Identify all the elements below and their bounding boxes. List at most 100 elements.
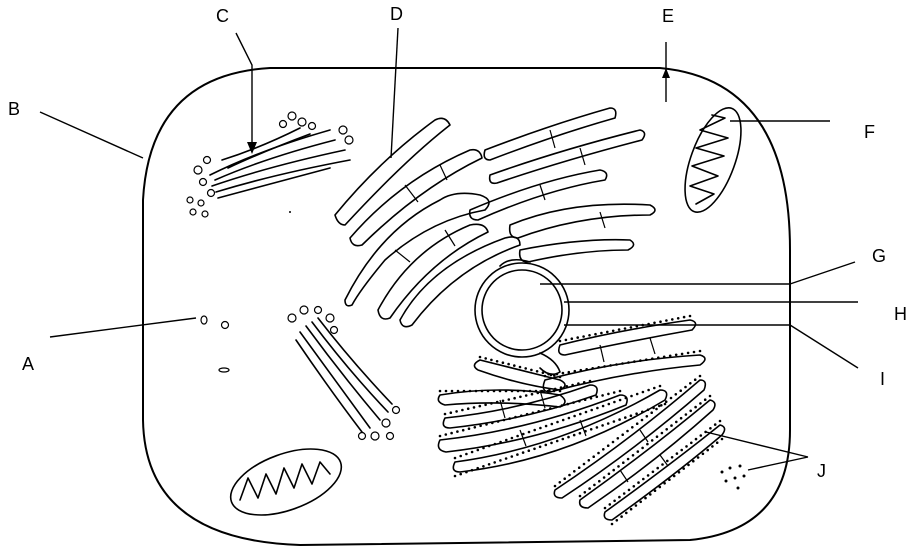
leader-line-j-1 xyxy=(706,432,808,457)
ribosome-dot xyxy=(590,409,593,412)
leader-line-g-2 xyxy=(790,262,855,284)
label-i: I xyxy=(880,369,885,389)
ribosome-dot xyxy=(585,411,588,414)
ribosome-dot xyxy=(459,455,462,458)
ribosome-dot xyxy=(630,395,633,398)
vesicles xyxy=(201,211,291,372)
leader-line-b xyxy=(40,112,143,158)
ribosome-dot xyxy=(511,455,514,458)
ribosome-dot xyxy=(556,440,559,443)
ribosome-dot xyxy=(593,484,596,487)
ribosome-dot xyxy=(563,477,566,480)
ribosome-dot xyxy=(484,357,487,360)
ribosome-dot xyxy=(656,467,659,470)
ribosome-dot xyxy=(532,412,535,415)
ribosome-dot xyxy=(499,459,502,462)
ribosome-dot xyxy=(559,340,562,343)
ribosome-dot xyxy=(699,350,702,353)
ribosome-dot xyxy=(573,434,576,437)
ribosome-dot xyxy=(579,413,582,416)
ribosome-dot xyxy=(555,406,558,409)
ribosome-dot xyxy=(617,437,620,440)
ribosome-dot xyxy=(568,474,571,477)
ribosome-dot xyxy=(571,337,574,340)
ribosome-dot xyxy=(539,427,542,430)
ribosome-dot xyxy=(673,475,676,478)
ribosome-dot xyxy=(533,429,536,432)
ribosome-dot xyxy=(505,390,508,393)
ribosome-dot xyxy=(628,489,631,492)
label-e: E xyxy=(662,6,674,26)
ribosome-dot xyxy=(617,465,620,468)
ribosome-dot xyxy=(612,330,615,333)
ribosome-dot xyxy=(689,315,692,318)
ribosome-dot xyxy=(531,393,534,396)
ribosome-dot xyxy=(652,471,655,474)
label-c: C xyxy=(216,6,229,26)
ribosome-dot xyxy=(545,444,548,447)
ribosome-dot xyxy=(694,406,697,409)
ribosome-dot xyxy=(455,410,458,413)
ribosome-dot xyxy=(491,422,494,425)
ribosome-dot xyxy=(524,367,527,370)
ribosome-dot xyxy=(683,316,686,319)
ribosome-dot xyxy=(554,485,557,488)
ribosome-dot xyxy=(484,404,487,407)
ribosome-dot xyxy=(625,397,628,400)
ribosome-dot xyxy=(699,402,702,405)
ribosome-dot xyxy=(482,447,485,450)
ribosome-dot xyxy=(590,397,593,400)
smooth-endoplasmic-reticulum xyxy=(335,108,655,327)
ribosome-dot xyxy=(450,411,453,414)
ribosome-dot xyxy=(463,390,466,393)
ribosome-dot xyxy=(536,370,539,373)
ribosome-dot xyxy=(551,423,554,426)
ribosome-dot xyxy=(490,402,493,405)
label-f: F xyxy=(864,122,875,142)
ribosome-dot xyxy=(656,435,659,438)
ribosome-dot xyxy=(685,445,688,448)
ribosome-dot xyxy=(675,354,678,357)
ribosome-dot xyxy=(545,425,548,428)
ribosome-dot xyxy=(537,410,540,413)
ribosome-dot xyxy=(608,403,611,406)
ribosome-dot xyxy=(649,493,652,496)
ribosome-dot xyxy=(660,404,663,407)
leader-line-c xyxy=(236,33,252,148)
ribosome-dot xyxy=(626,430,629,433)
ribosome-dot xyxy=(697,456,700,459)
ribosome-dot xyxy=(505,457,508,460)
ribosome-dot xyxy=(630,508,633,511)
ribosome-dot xyxy=(607,422,610,425)
ribosome-dot xyxy=(488,463,491,466)
ribosome-dot xyxy=(471,469,474,472)
ribosome-dot xyxy=(566,385,569,388)
ribosome-dot xyxy=(642,391,645,394)
ribosome-dot xyxy=(549,407,552,410)
ribosome-dot xyxy=(677,317,680,320)
ribosome-dot xyxy=(520,414,523,417)
ribosome-dot xyxy=(676,452,679,455)
mitochondrion-bottom xyxy=(222,436,350,528)
ribosome-dot xyxy=(641,419,644,422)
ribosome-dot xyxy=(499,390,502,393)
ribosome-dot xyxy=(706,449,709,452)
ribosome-dot xyxy=(481,390,484,393)
ribosome-dot xyxy=(496,360,499,363)
ribosome-dot xyxy=(665,400,668,403)
ribosome-dot xyxy=(522,451,525,454)
ribosome-dot xyxy=(603,365,606,368)
ribosome-dot xyxy=(523,390,526,393)
ribosome-dot xyxy=(644,497,647,500)
ribosome-dot xyxy=(548,389,551,392)
ribosome-dot xyxy=(485,423,488,426)
ribosome-dot xyxy=(479,425,482,428)
ribosome-dot xyxy=(578,400,581,403)
nucleus xyxy=(475,260,569,375)
ribosome-dot xyxy=(627,361,630,364)
ribosome-dot xyxy=(568,371,571,374)
ribosome-dot xyxy=(661,432,664,435)
ribosome-dot xyxy=(579,432,582,435)
golgi-apparatus-top xyxy=(187,112,353,217)
ribosome-dot xyxy=(562,419,565,422)
